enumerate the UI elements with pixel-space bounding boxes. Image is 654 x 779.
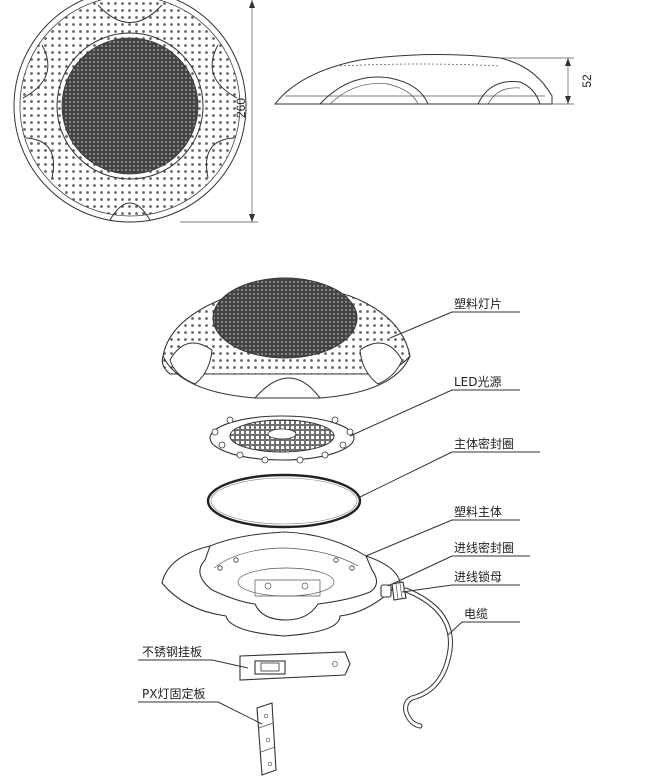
cable-part bbox=[403, 587, 453, 729]
top-view-petals bbox=[22, 4, 238, 221]
cable-nut-part bbox=[391, 581, 407, 601]
label-led-source: LED光源 bbox=[454, 375, 502, 389]
body-seal-part bbox=[206, 473, 362, 529]
lamp-cover-part bbox=[161, 277, 411, 399]
led-source-part bbox=[209, 415, 355, 464]
height-dimension: 52 bbox=[500, 57, 594, 105]
label-plastic-body: 塑料主体 bbox=[454, 504, 502, 519]
label-px-plate: PX灯固定板 bbox=[142, 686, 205, 701]
diameter-value: 260 bbox=[234, 98, 248, 118]
side-view bbox=[273, 53, 553, 105]
label-lamp-cover: 塑料灯片 bbox=[454, 296, 502, 311]
px-plate-part bbox=[256, 702, 277, 776]
leader-lines bbox=[138, 311, 540, 725]
label-cable: 电缆 bbox=[464, 607, 488, 621]
body-screw-holes bbox=[217, 557, 355, 571]
label-body-seal: 主体密封圈 bbox=[454, 436, 514, 451]
steel-plate-part bbox=[239, 651, 351, 681]
part-labels: 塑料灯片 LED光源 主体密封圈 塑料主体 进线密封圈 进线锁母 电缆 不锈钢挂… bbox=[142, 296, 514, 701]
label-steel-plate: 不锈钢挂板 bbox=[142, 645, 202, 659]
label-cable-nut: 进线锁母 bbox=[454, 569, 502, 584]
cable-seal-part bbox=[380, 584, 392, 598]
label-cable-seal: 进线密封圈 bbox=[454, 540, 514, 555]
height-value: 52 bbox=[580, 74, 594, 88]
plastic-body-part bbox=[161, 531, 401, 637]
top-view bbox=[13, 0, 247, 223]
diameter-dimension: 260 bbox=[180, 0, 258, 223]
led-mount-holes bbox=[211, 416, 354, 464]
